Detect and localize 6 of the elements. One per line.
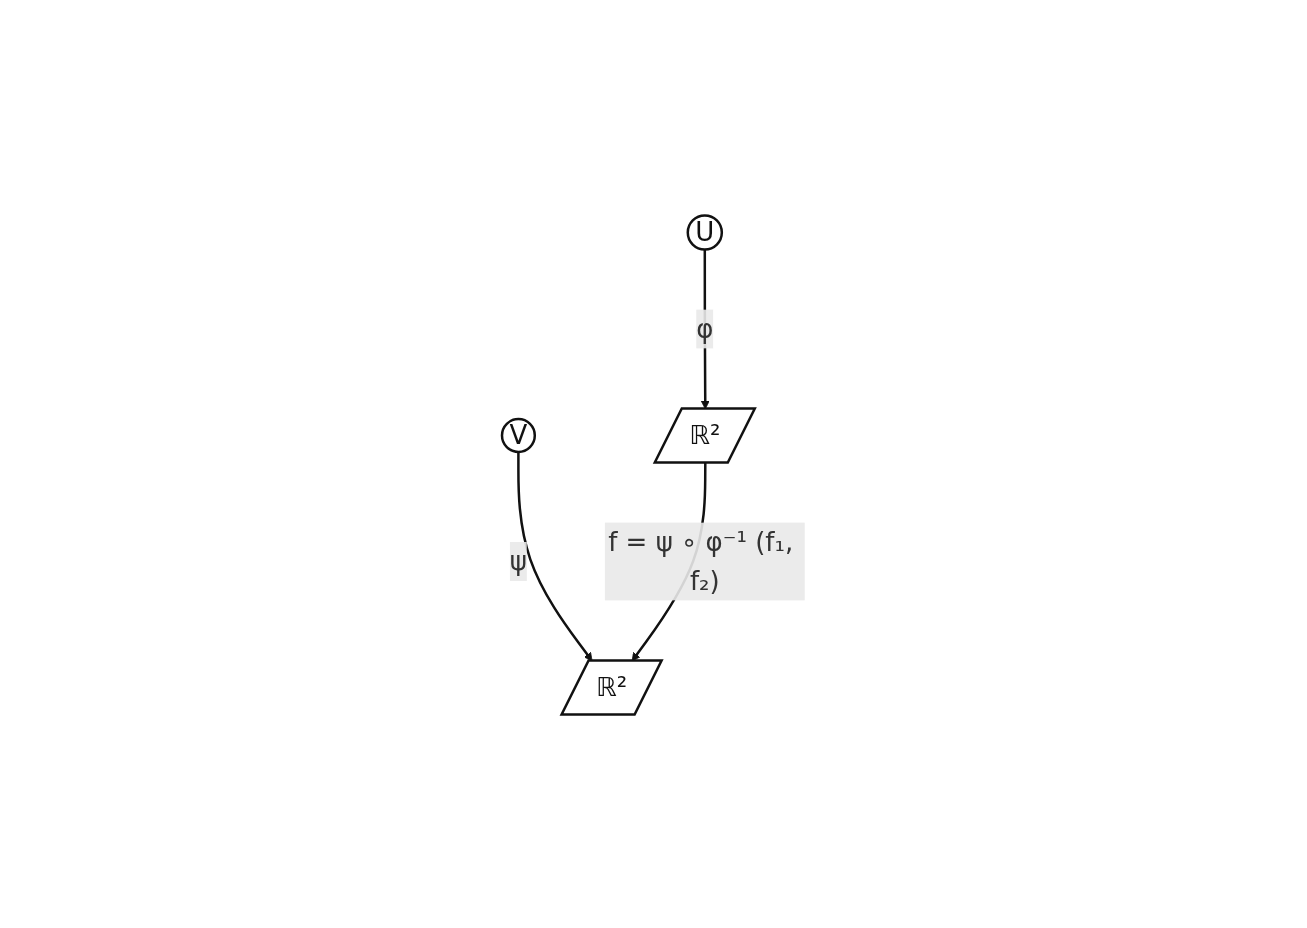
- arrow: [517, 452, 593, 662]
- edge-label: ψ: [509, 546, 528, 577]
- node-circle: V: [500, 418, 537, 454]
- node-circle: U: [686, 214, 724, 251]
- edge-label: φ: [696, 313, 714, 344]
- edge-label: f = ψ ∘ φ⁻¹ (f₁, f₂): [608, 526, 794, 596]
